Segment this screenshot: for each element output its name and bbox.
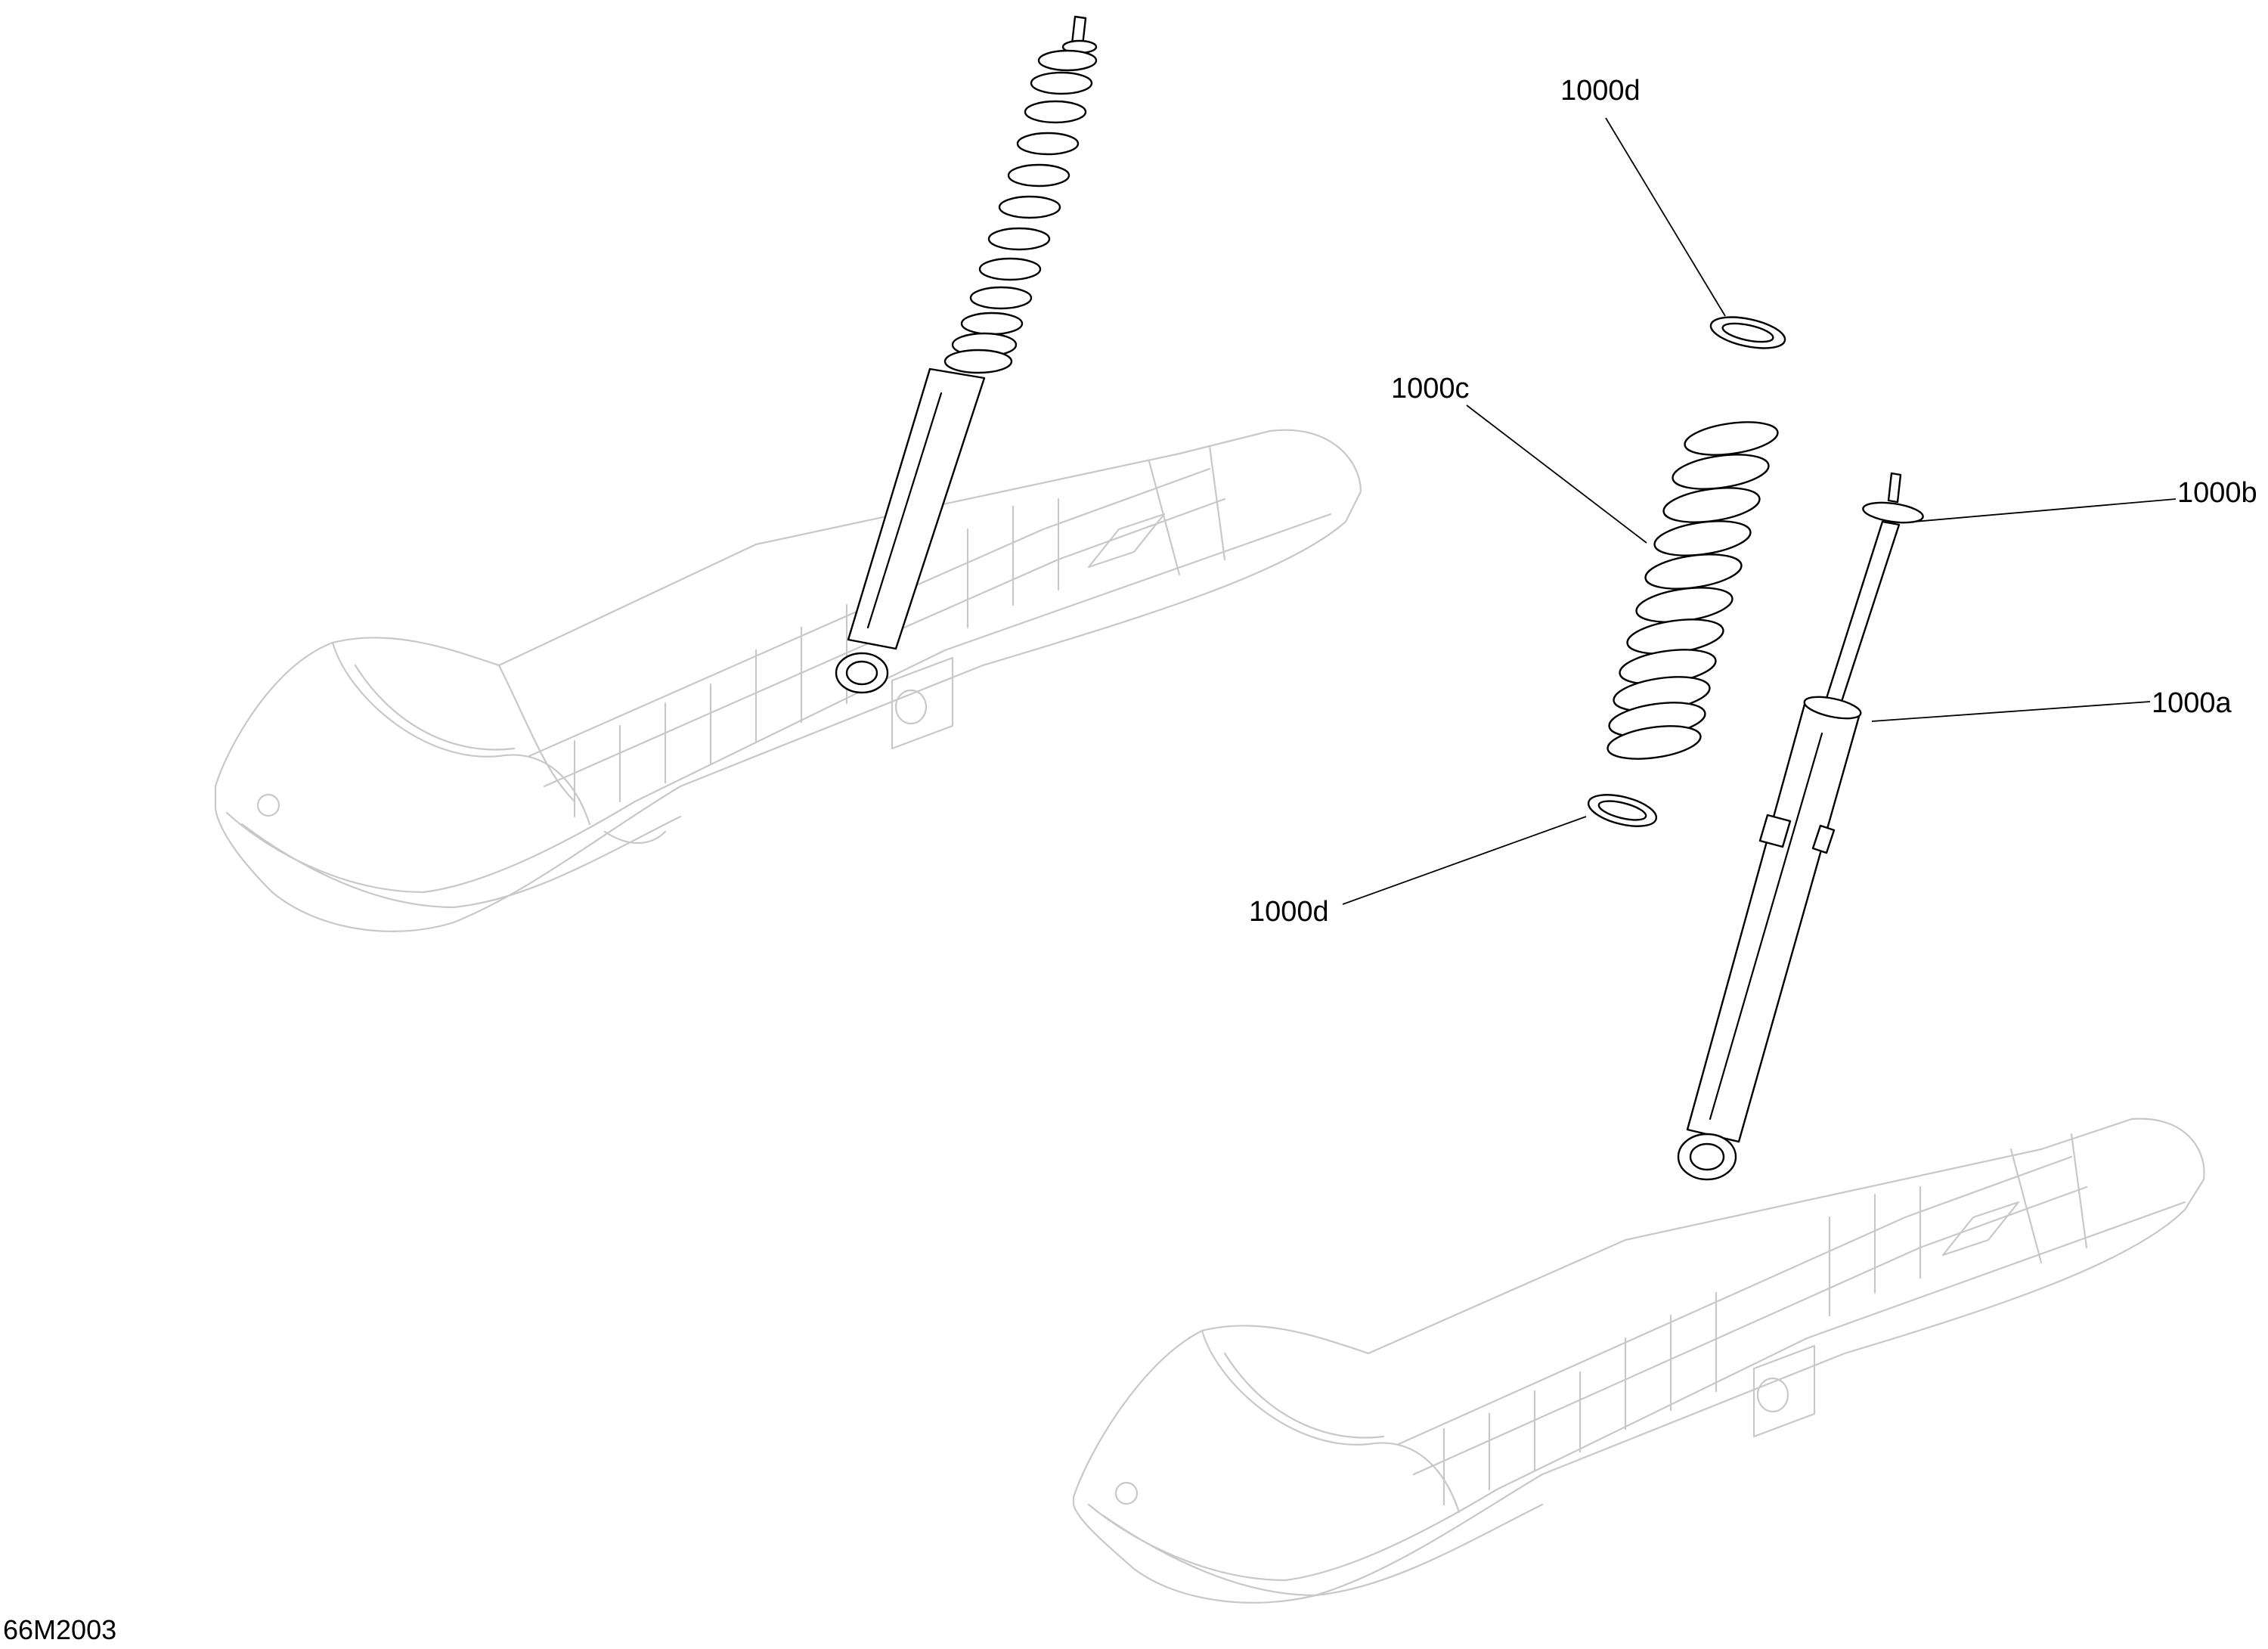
leader-1000a — [1871, 701, 2151, 722]
spring-seat-ring-bottom — [1587, 794, 1658, 827]
assembled-shock-with-spring — [835, 15, 1098, 694]
left-ski-illustration — [214, 429, 1362, 932]
leader-1000d-top — [1605, 117, 1726, 317]
spring-seat-ring-top — [1709, 316, 1786, 349]
callout-1000c: 1000c — [1391, 373, 1470, 405]
callout-1000b: 1000b — [2177, 477, 2257, 509]
callout-1000d-bottom: 1000d — [1249, 896, 1329, 928]
coil-spring-part — [1606, 421, 1779, 760]
figure-reference: 66M2003 — [3, 1614, 116, 1645]
right-ski-illustration — [1072, 1117, 2205, 1604]
shock-rod-with-washer — [1822, 472, 1924, 712]
leader-1000d-bottom — [1342, 816, 1587, 905]
leader-1000b — [1913, 498, 2177, 522]
assembled-spring-icon — [943, 49, 1098, 374]
callout-1000d-top: 1000d — [1560, 75, 1641, 107]
shock-absorber-part — [1677, 696, 1862, 1181]
leader-lines — [1342, 117, 2177, 905]
leader-1000c — [1466, 405, 1647, 544]
callout-1000a: 1000a — [2152, 687, 2232, 719]
